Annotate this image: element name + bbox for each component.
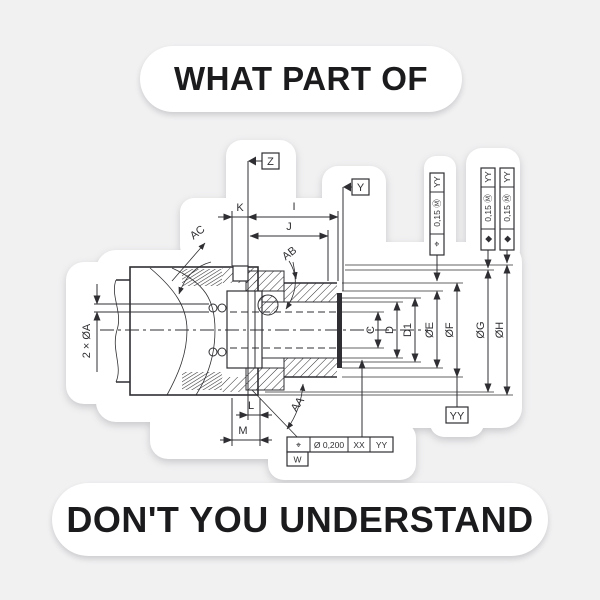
dim-c-label: C <box>365 326 377 334</box>
section-break-curve <box>171 267 216 396</box>
fcf3-datum: YY <box>502 171 512 183</box>
dim-of-label: ØF <box>444 322 456 338</box>
fcf3-value: 0,15 Ⓜ <box>502 194 512 222</box>
fcf2-runout-symbol: ◆ <box>483 235 493 242</box>
aa-arc <box>286 383 306 430</box>
fcf-bottom: ⌖ Ø 0,200 XX YY W <box>286 436 394 467</box>
datum-flag-yy <box>445 406 469 424</box>
datum-flag-z <box>261 152 280 170</box>
bottom-dimensions: L M <box>220 398 272 446</box>
datum-flags: Z Y YY <box>247 152 469 424</box>
fcf-bottom-datum2: YY <box>376 440 388 450</box>
break-line <box>114 279 119 383</box>
dim-d-label: D <box>384 326 396 334</box>
fcf1-position-symbol: ⌖ <box>432 241 442 246</box>
datum-arrow-z <box>248 156 256 166</box>
dim-m-label: M <box>238 425 247 437</box>
fcf3-runout-symbol: ◆ <box>502 235 512 242</box>
dim-2xa-label: 2 × ØA <box>81 323 93 358</box>
thread-hatch-top <box>182 269 222 286</box>
top-caption: WHAT PART OF <box>173 60 429 97</box>
top-dimensions: K I J <box>218 201 339 281</box>
fcf2-value: 0,15 Ⓜ <box>483 194 493 222</box>
fcf-column-3: YY 0,15 Ⓜ ◆ <box>499 167 515 264</box>
dim-i-label: I <box>292 201 295 213</box>
fcf2-datum: YY <box>483 171 493 183</box>
dim-d1-label: D1 <box>402 323 414 337</box>
end-face-bar <box>337 293 342 368</box>
datum-yy-label: YY <box>450 411 465 423</box>
top-groove <box>232 265 249 282</box>
bore-radius-detail <box>257 294 279 316</box>
gland-top <box>245 270 285 292</box>
diameter-dimensions: C D D1 ØE ØF ØG ØH <box>258 264 513 437</box>
fcf-column-2: YY 0,15 Ⓜ ◆ <box>480 167 496 269</box>
ab-arc <box>285 260 296 310</box>
thread-hatch-bottom <box>182 372 222 390</box>
fcf-column-1: YY 0,15 Ⓜ ⌖ <box>429 172 445 282</box>
fcf1-datum: YY <box>432 176 442 188</box>
datum-w-label: W <box>293 455 301 465</box>
collar <box>226 290 263 369</box>
fcf-bottom-tolerance: Ø 0,200 <box>314 440 345 450</box>
dim-l-label: L <box>248 400 254 412</box>
drawing-sticker-blob <box>66 140 522 480</box>
fcf-bottom-symbol: ⌖ <box>296 440 301 450</box>
bottom-caption-sticker: DON'T YOU UNDERSTAND <box>52 483 548 556</box>
datum-y-label: Y <box>357 182 365 194</box>
dim-k-label: K <box>236 202 244 214</box>
datum-arrow-y <box>343 182 351 192</box>
left-dimension: 2 × ØA <box>81 284 209 372</box>
bottom-caption: DON'T YOU UNDERSTAND <box>66 498 534 540</box>
top-caption-sticker: WHAT PART OF <box>140 46 462 112</box>
fcf1-value: 0,15 Ⓜ <box>432 199 442 227</box>
fcf-bottom-datum1: XX <box>353 440 365 450</box>
dim-j-label: J <box>286 221 292 233</box>
datum-flag-w <box>286 451 309 467</box>
dim-oe-label: ØE <box>424 322 436 338</box>
dim-og-label: ØG <box>475 321 487 338</box>
shaft-outline <box>116 279 130 383</box>
gland-bottom <box>245 367 285 391</box>
datum-flag-y <box>351 178 370 196</box>
dim-oh-label: ØH <box>494 322 506 339</box>
ac-arc <box>178 261 212 295</box>
o-rings <box>208 303 227 357</box>
part-section <box>100 265 428 442</box>
datum-z-label: Z <box>267 156 274 168</box>
